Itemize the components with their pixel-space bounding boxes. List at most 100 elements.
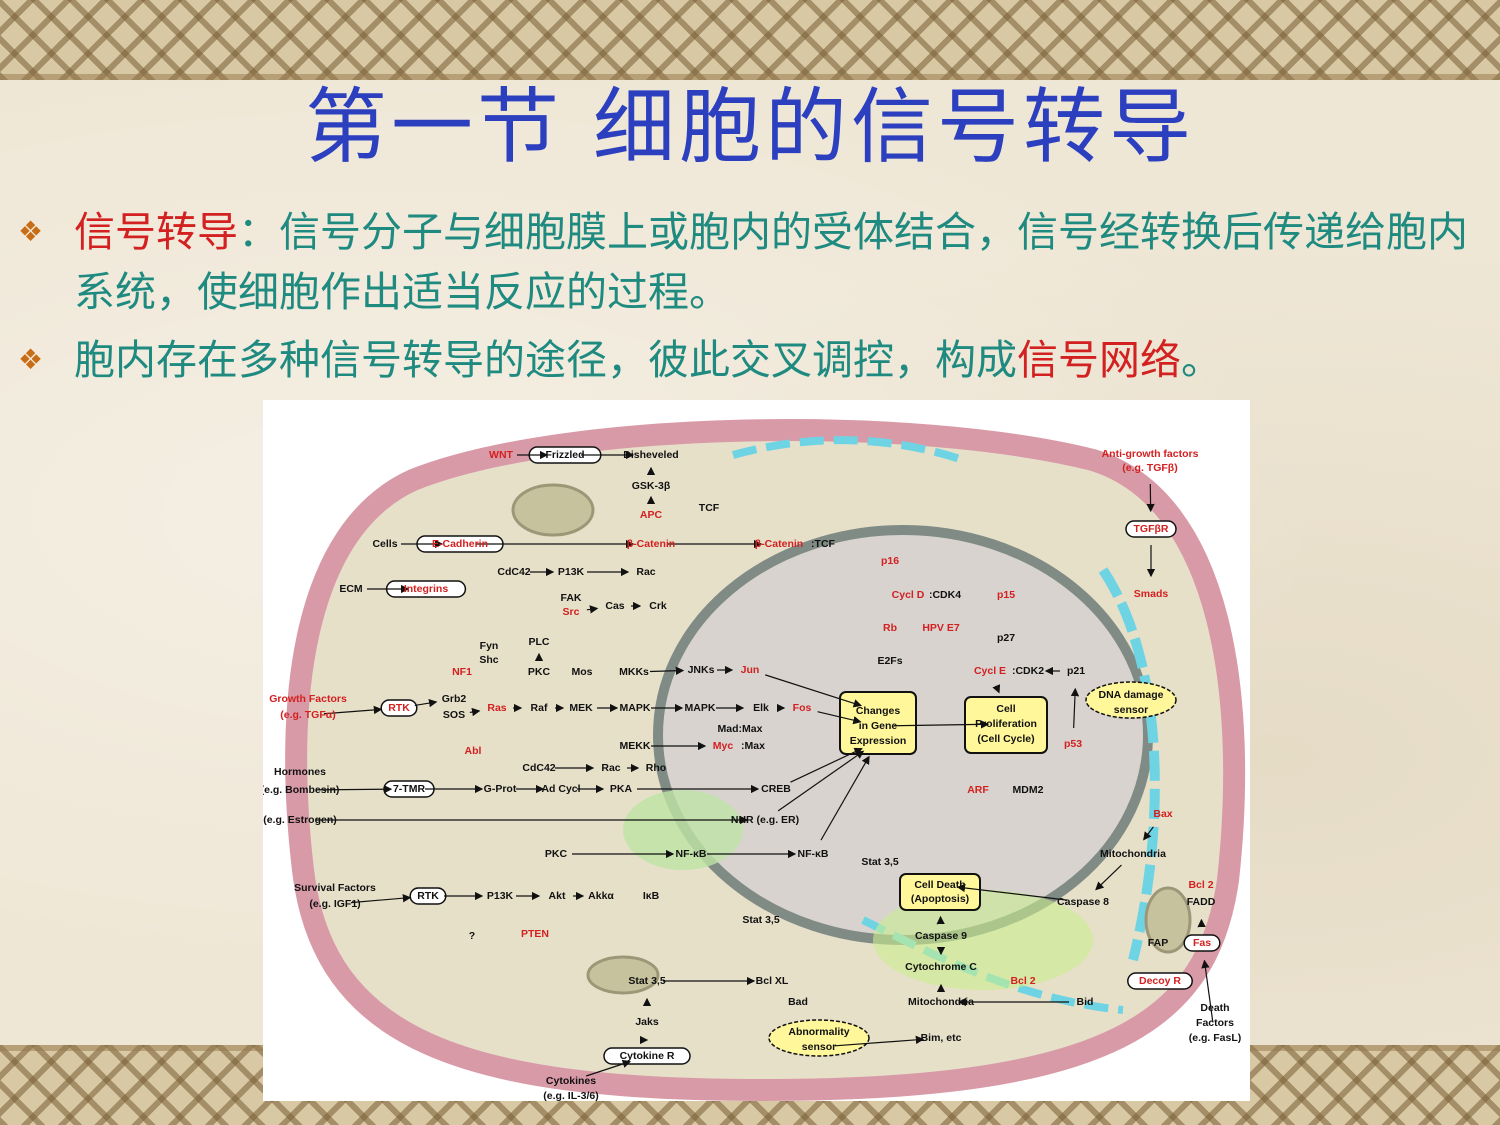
edge-nhr-changes3 <box>777 750 865 812</box>
node-bcatenintcf_b: :TCF <box>811 538 835 550</box>
node-nfkb2: NF-κB <box>798 848 829 860</box>
node-ecm: ECM <box>339 583 363 595</box>
node-rtkb: RTK <box>417 890 439 902</box>
node-sf: Survival Factors <box>294 882 376 894</box>
node-raca: Rac <box>636 566 655 578</box>
edge-cycle-prolif1 <box>992 684 1001 694</box>
node-bax: Bax <box>1153 808 1172 820</box>
edge-igf-rtkb <box>350 893 412 904</box>
edge-fos-changes2 <box>817 711 862 725</box>
node-sos: SOS <box>443 709 465 721</box>
node-mek: MEK <box>569 702 593 714</box>
node-integrins: Integrins <box>404 583 448 595</box>
node-p27: p27 <box>997 632 1015 644</box>
node-e2fs: E2Fs <box>877 655 902 667</box>
node-stat35b: Stat 3,5 <box>742 914 780 926</box>
node-bcl2b: Bcl 2 <box>1010 975 1035 987</box>
node-igf: (e.g. IGF1) <box>309 898 360 910</box>
node-death3: Death <box>1200 1002 1229 1014</box>
node-plc: PLC <box>529 636 550 648</box>
node-fyn: Fyn <box>480 640 499 652</box>
node-prolif2: Proliferation <box>975 718 1037 730</box>
pathway-edges <box>315 450 1214 1077</box>
node-p53: p53 <box>1064 738 1082 750</box>
node-frizzled: Frizzled <box>545 449 584 461</box>
node-ikb: IκB <box>643 890 660 902</box>
edge-fasl-fas <box>1201 959 1214 1023</box>
node-mapk2: MAPK <box>685 702 716 714</box>
node-p21: p21 <box>1067 665 1085 677</box>
node-p13kb: P13K <box>487 890 514 902</box>
pill-decoy <box>1127 972 1193 990</box>
bullet-network: ❖ 胞内存在多种信号转导的途径，彼此交叉调控，构成信号网络。 <box>18 330 1488 390</box>
edge-creb-changes3 <box>790 747 863 783</box>
edge-p53-p21 <box>1070 687 1080 729</box>
node-cytokines: Cytokines <box>546 1075 596 1087</box>
term-signal-network: 信号网络 <box>1017 336 1181 384</box>
edge-bax-mito1 <box>1143 826 1154 841</box>
node-bcl2a: Bcl 2 <box>1188 879 1213 891</box>
node-hpv: HPV E7 <box>922 622 960 634</box>
er-green <box>873 890 1093 990</box>
node-akka: Akkα <box>588 890 614 902</box>
mitochondrion-bottom <box>586 955 660 995</box>
node-pkcb: PKC <box>545 848 568 860</box>
node-mito2: Mitochondria <box>908 996 974 1008</box>
slide-title: 第一节 细胞的信号转导 <box>304 80 1196 175</box>
dna-sensor-ellipse <box>1085 681 1177 719</box>
node-creb: CREB <box>761 783 791 795</box>
node-bim: Bim, etc <box>921 1032 962 1044</box>
node-ecadherin: E-Cadherin <box>432 538 488 550</box>
node-rb: Rb <box>883 622 897 634</box>
node-changes1: Changes <box>856 705 901 717</box>
edge-jun-changes1 <box>765 674 863 708</box>
node-ras: Ras <box>487 702 506 714</box>
bullet-definition: ❖ 信号转导：信号分子与细胞膜上或胞内的受体结合，信号经转换后传递给胞内系统，使… <box>18 202 1488 322</box>
node-mekk: MEKK <box>620 740 651 752</box>
node-cytokiner: Cytokine R <box>620 1050 675 1062</box>
node-gf2: (e.g. TGFα) <box>280 709 335 721</box>
network-pre: 胞内存在多种信号转导的途径，彼此交叉调控，构成 <box>74 336 1017 384</box>
edge-cytokines-cytokiner <box>586 1059 632 1077</box>
node-p13ka: P13K <box>558 566 585 578</box>
edge-abn2-bim <box>834 1035 925 1047</box>
edge-nfkb2-changes3 <box>820 755 870 841</box>
node-jaks: Jaks <box>635 1016 659 1028</box>
outcome-boxes <box>768 681 1177 1057</box>
node-akt: Akt <box>549 890 566 902</box>
diamond-bullet-icon: ❖ <box>18 343 44 376</box>
node-grb2: Grb2 <box>442 693 467 705</box>
node-disheveled: Disheveled <box>623 449 678 461</box>
node-hormones: Hormones <box>274 766 326 778</box>
edge-sos-ras <box>469 707 481 717</box>
node-abl: Abl <box>465 745 482 757</box>
node-p16: p16 <box>881 555 899 567</box>
edge-caspase8-death1 <box>956 883 1068 901</box>
node-fap: FAP <box>1148 937 1168 949</box>
node-fadd: FADD <box>1187 896 1216 908</box>
node-cdc42b: CdC42 <box>522 762 555 774</box>
node-bcatenin: β-Catenin <box>627 538 675 550</box>
edge-src-cas <box>586 605 599 614</box>
node-mito1: Mitochondria <box>1100 848 1166 860</box>
node-cas: Cas <box>605 600 624 612</box>
node-pka: PKA <box>610 783 633 795</box>
diamond-bullet-icon: ❖ <box>18 215 44 248</box>
node-tgfbr: TGFβR <box>1134 523 1169 535</box>
node-caspase9: Caspase 9 <box>915 930 967 942</box>
er-top <box>731 436 965 464</box>
node-gf: Growth Factors <box>269 693 347 705</box>
node-apc: APC <box>640 509 663 521</box>
node-death4: Factors <box>1196 1017 1234 1029</box>
edge-changes2-prolif2 <box>893 720 990 729</box>
node-rtka: RTK <box>388 702 410 714</box>
node-cycld: Cycl D <box>892 589 925 601</box>
node-madmax: Mad:Max <box>718 723 763 735</box>
node-changes3: Expression <box>850 735 907 747</box>
node-rho: Rho <box>646 762 666 774</box>
cell-illustration <box>285 419 1246 1101</box>
node-stat35c: Stat 3,5 <box>628 975 666 987</box>
node-fak: FAK <box>561 592 582 604</box>
